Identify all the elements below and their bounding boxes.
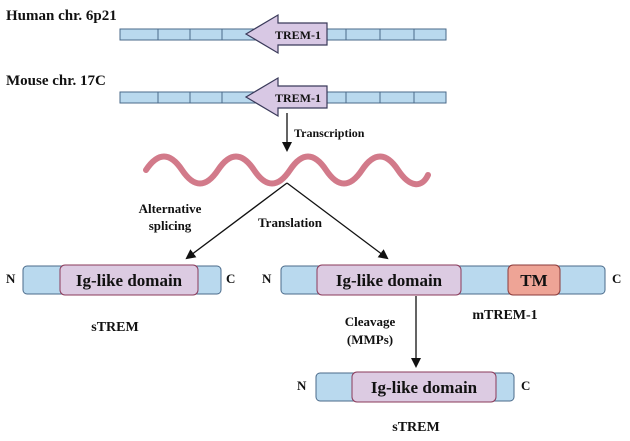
strem-bottom-label: sTREM: [392, 420, 439, 435]
ig-domain-label: Ig-like domain: [336, 271, 443, 290]
cleavage-label: Cleavage: [345, 314, 396, 329]
n-terminus-label: N: [262, 271, 272, 286]
mmps-label: (MMPs): [347, 332, 393, 347]
n-terminus-label: N: [6, 271, 16, 286]
splicing-label: splicing: [149, 218, 192, 233]
strem-left-protein: N Ig-like domain C: [6, 264, 235, 296]
mtrem1-protein: N Ig-like domain TM C: [262, 264, 621, 296]
tm-label: TM: [520, 271, 547, 290]
translation-label: Translation: [258, 215, 323, 230]
mtrem1-label: mTREM-1: [472, 308, 537, 323]
translation-arrow: [286, 182, 389, 260]
tm-domain: [507, 264, 561, 296]
n-terminus-label: N: [297, 378, 307, 393]
mouse-gene-label: TREM-1: [275, 91, 321, 105]
human-trem1-gene-arrow: TREM-1: [244, 13, 328, 55]
strem-cleaved-protein: N Ig-like domain C: [297, 371, 530, 403]
ig-domain-label: Ig-like domain: [76, 271, 183, 290]
strem-left-label: sTREM: [91, 320, 138, 335]
mouse-chromosome-label: Mouse chr. 17C: [6, 73, 106, 89]
human-gene-label: TREM-1: [275, 28, 321, 42]
c-terminus-label: C: [521, 378, 530, 393]
splicing-arrow: [185, 182, 288, 260]
ig-domain-label: Ig-like domain: [371, 378, 478, 397]
transcription-label: Transcription: [294, 126, 365, 140]
c-terminus-label: C: [612, 271, 621, 286]
c-terminus-label: C: [226, 271, 235, 286]
mouse-trem1-gene-arrow: TREM-1: [244, 76, 328, 118]
alternative-label: Alternative: [139, 201, 202, 216]
mrna-wave: [143, 153, 431, 188]
human-chromosome-label: Human chr. 6p21: [6, 8, 117, 24]
